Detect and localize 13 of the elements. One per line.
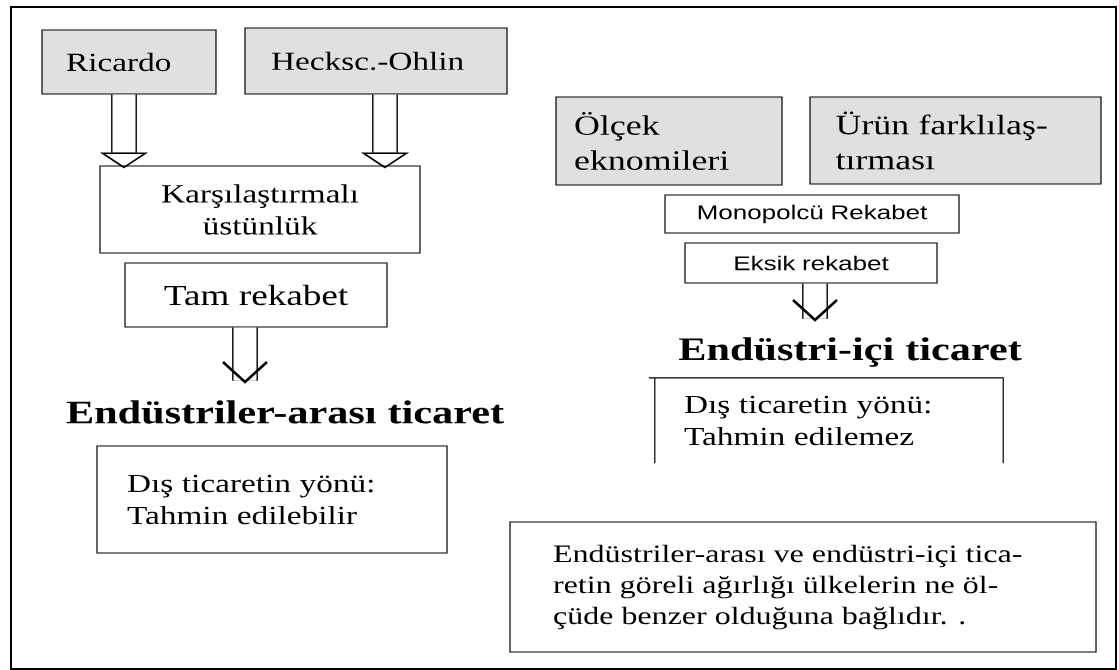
text-box: Ölçek eknomileri bbox=[555, 96, 783, 186]
text-box: Endüstriler-arası ve endüstri-içi tica- retin göreli ağırlığı ülkelerin ne öl- çüde benzer olduğuna bağlıdır. . bbox=[509, 521, 1097, 653]
text-box: Dış ticaretin yönü: Tahmin edilemez bbox=[648, 377, 1004, 464]
text-box: Eksik rekabet bbox=[684, 242, 938, 284]
text-box: Ricardo bbox=[41, 29, 217, 95]
text-box: Monopolcü Rekabet bbox=[664, 194, 960, 234]
text-box: Karşılaştırmalı üstünlük bbox=[99, 165, 421, 254]
text-box: Hecksc.-Ohlin bbox=[244, 27, 508, 95]
text-box: Dış ticaretin yönü: Tahmin edilebilir bbox=[96, 445, 448, 554]
heading-text: Endüstriler-arası ticaret bbox=[66, 400, 504, 424]
text-box: Tam rekabet bbox=[124, 262, 388, 328]
text-box: Ürün farklılaş- tırması bbox=[809, 96, 1102, 185]
heading-text: Endüstri-içi ticaret bbox=[679, 337, 1022, 367]
